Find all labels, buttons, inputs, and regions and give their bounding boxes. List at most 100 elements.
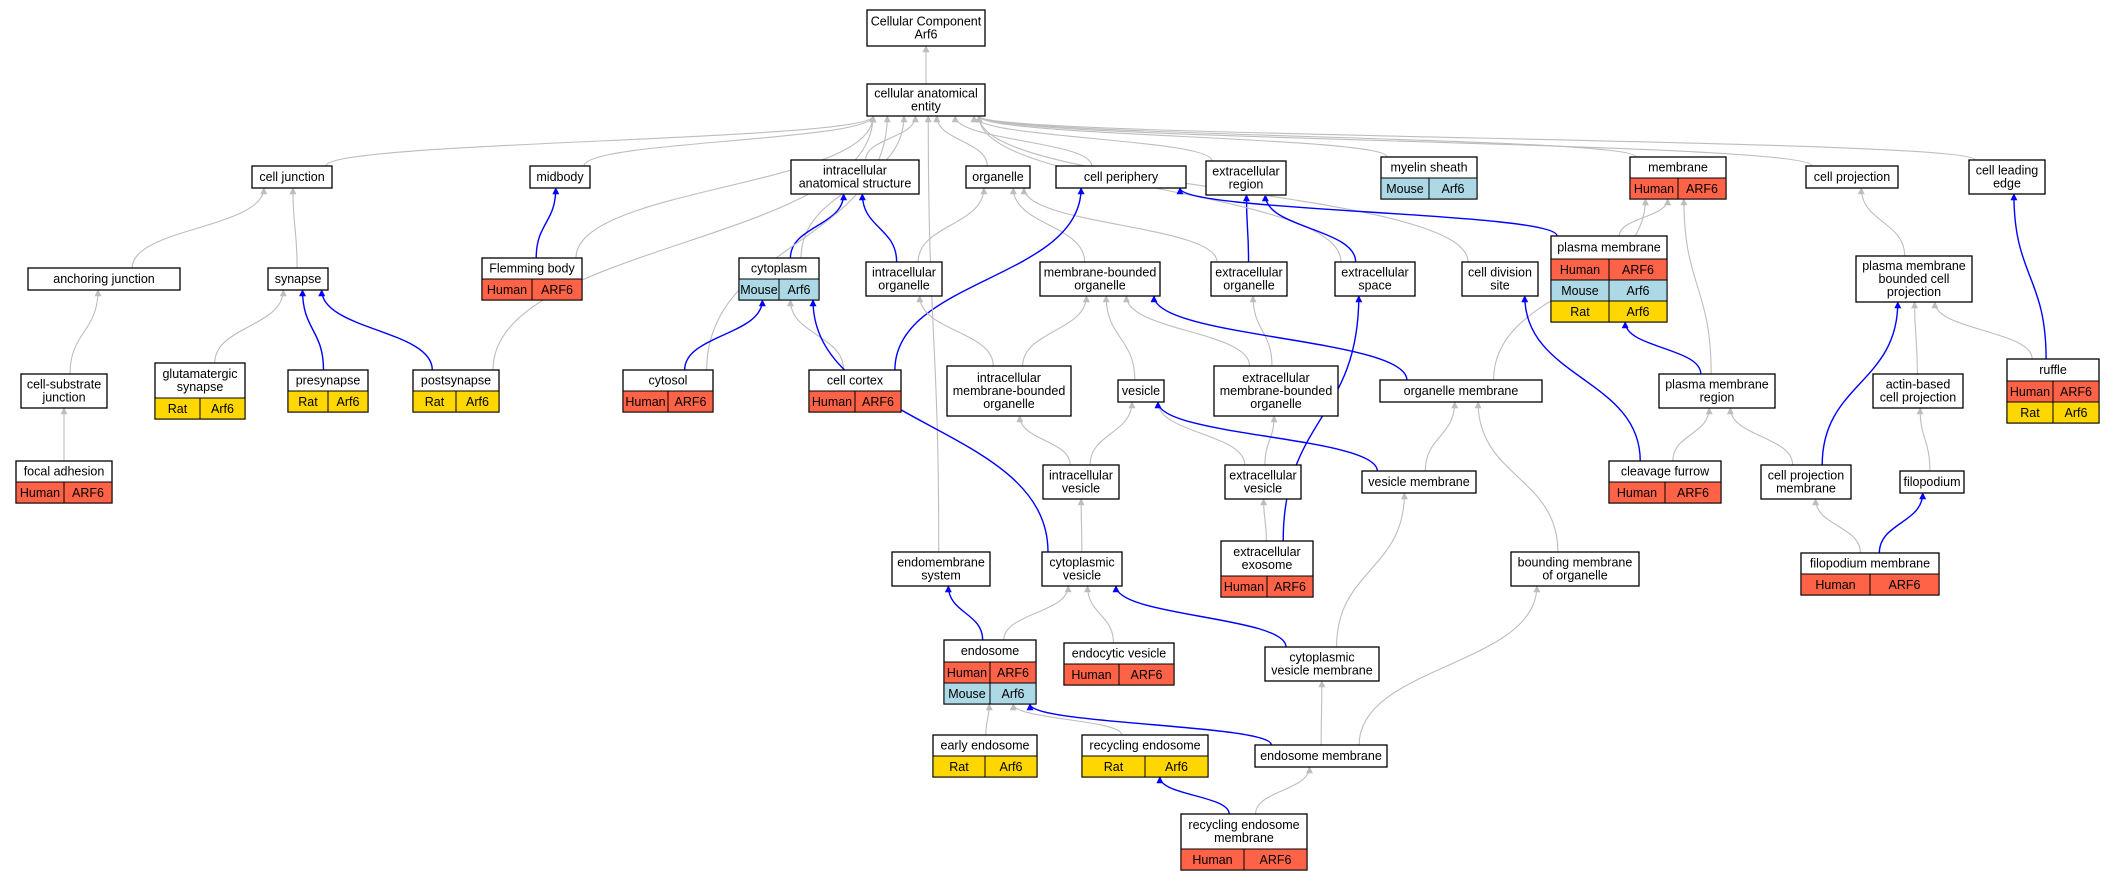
edge-is-a xyxy=(1260,498,1268,542)
edge-is-a xyxy=(865,115,919,161)
node-label: synapse xyxy=(275,272,322,286)
edge-part-of xyxy=(1026,703,1273,746)
node-box xyxy=(1041,551,1123,587)
edge-is-a xyxy=(575,115,877,259)
edge-is-a xyxy=(1249,295,1273,367)
edge-part-of xyxy=(299,289,325,371)
node-label: cell projection xyxy=(1768,469,1844,483)
node-label: endocytic vesicle xyxy=(1072,647,1167,661)
node-label: endosome xyxy=(961,644,1019,658)
edge-is-a xyxy=(1726,407,1794,466)
node-label: plasma membrane xyxy=(1665,378,1769,392)
node-label: extracellular xyxy=(1215,266,1282,280)
node-midbody: midbody xyxy=(529,165,591,189)
node-label: edge xyxy=(1993,177,2021,191)
edge-is-a xyxy=(1812,498,1861,554)
species-cell-human xyxy=(63,481,113,504)
edge-part-of xyxy=(789,193,848,259)
edge-part-of xyxy=(1878,492,1927,554)
species-cell-human xyxy=(1677,177,1727,200)
node-box xyxy=(1042,464,1120,500)
node-box xyxy=(1254,744,1388,768)
node-organelle-membrane: organelle membrane xyxy=(1379,379,1543,403)
node-box xyxy=(891,551,991,587)
edge-is-a xyxy=(1084,585,1114,644)
node-label: extracellular xyxy=(1233,545,1300,559)
edge-part-of xyxy=(1521,295,1641,462)
node-label: cell-substrate xyxy=(27,378,101,392)
node-label: Arf6 xyxy=(915,28,938,42)
species-label: ARF6 xyxy=(1889,578,1921,592)
species-label: ARF6 xyxy=(1260,853,1292,867)
species-label: ARF6 xyxy=(1622,263,1654,277)
node-label: cytoplasmic xyxy=(1289,651,1354,665)
node-label: cytoplasmic xyxy=(1049,556,1114,570)
edge-is-a xyxy=(1020,187,1218,263)
species-cell-rat xyxy=(327,390,369,413)
species-cell-rat xyxy=(1144,755,1209,778)
species-label: Rat xyxy=(2020,406,2040,420)
edge-is-a xyxy=(1916,407,1931,472)
species-label: Human xyxy=(1560,263,1600,277)
node-filopodium: filopodium xyxy=(1899,470,1965,494)
node-label: intracellular xyxy=(823,164,887,178)
node-box xyxy=(1899,470,1965,494)
edge-is-a xyxy=(933,115,988,167)
species-label: Rat xyxy=(1104,760,1124,774)
node-label: projection xyxy=(1887,285,1941,299)
species-cell-rat xyxy=(2052,401,2100,424)
node-label: space xyxy=(1358,279,1391,293)
node-label: intracellular xyxy=(977,371,1041,385)
node-label: site xyxy=(1490,279,1510,293)
edge-is-a xyxy=(492,115,877,371)
species-label: Arf6 xyxy=(1442,182,1465,196)
edge-is-a xyxy=(786,299,845,371)
node-box xyxy=(1872,373,1964,409)
edge-is-a xyxy=(1911,301,1919,375)
species-cell-rat xyxy=(984,755,1038,778)
edge-is-a xyxy=(289,187,298,269)
edge-is-a xyxy=(214,289,287,364)
node-box xyxy=(1968,159,2046,195)
node-label: glutamatergic xyxy=(162,367,237,381)
edge-is-a xyxy=(1089,401,1136,466)
node-label: plasma membrane xyxy=(1862,259,1966,273)
edge-part-of xyxy=(1176,187,1558,237)
node-label: recycling endosome xyxy=(1188,818,1299,832)
node-label: ruffle xyxy=(2039,363,2067,377)
node-anchoring-junction: anchoring junction xyxy=(27,267,181,291)
species-label: Arf6 xyxy=(466,395,489,409)
species-label: Arf6 xyxy=(337,395,360,409)
node-label: vesicle membrane xyxy=(1368,475,1469,489)
node-label: membrane-bounded xyxy=(1044,266,1157,280)
node-box xyxy=(1510,551,1640,587)
node-box xyxy=(1117,379,1165,403)
species-label: Human xyxy=(1815,578,1855,592)
edge-part-of xyxy=(683,299,766,371)
node-label: membrane-bounded xyxy=(1220,384,1333,398)
species-label: Human xyxy=(625,395,665,409)
node-label: system xyxy=(921,569,961,583)
node-box xyxy=(1805,165,1899,189)
edge-part-of xyxy=(1112,585,1287,648)
edges-layer xyxy=(60,45,2047,815)
node-box xyxy=(251,165,333,189)
species-cell-mouse xyxy=(778,278,820,301)
species-cell-human xyxy=(1243,848,1308,871)
species-cell-human xyxy=(1869,573,1940,596)
